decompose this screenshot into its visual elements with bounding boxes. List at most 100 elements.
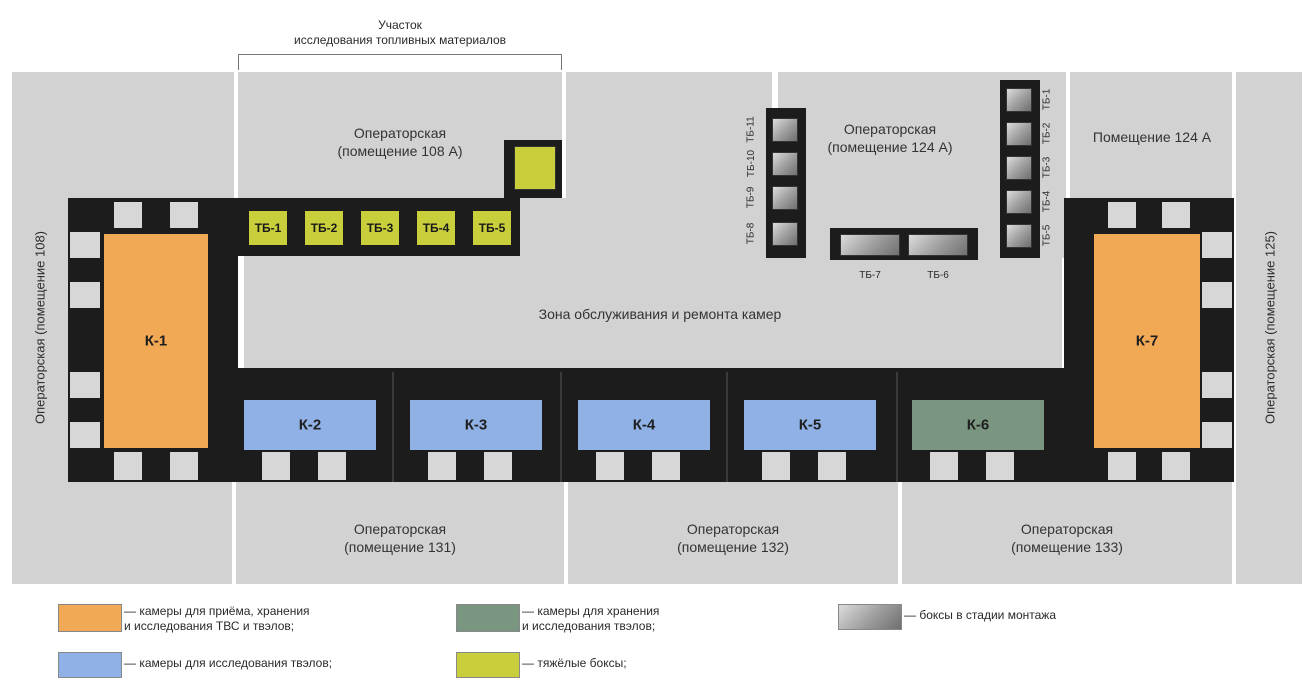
room-bottom-left	[12, 482, 232, 584]
room-op131	[236, 482, 564, 584]
bottom-port	[986, 452, 1014, 480]
divider	[896, 372, 898, 482]
bottom-port	[262, 452, 290, 480]
mount-label-tb7: ТБ-7	[859, 270, 881, 281]
mount-box	[1006, 88, 1032, 112]
heavy-box-tb1: ТБ-1	[248, 210, 288, 246]
mount-label-tb11: ТБ-11	[745, 116, 757, 143]
room-op133	[902, 482, 1232, 584]
k1-port	[114, 452, 142, 480]
bottom-port	[818, 452, 846, 480]
mount-box	[772, 222, 798, 246]
mount-box	[772, 186, 798, 210]
k7-port	[1162, 452, 1190, 480]
heavy-box-tb4: ТБ-4	[416, 210, 456, 246]
legend-text-blue: — камеры для исследования твэлов;	[124, 656, 333, 670]
chamber-k7: К-7	[1094, 234, 1200, 448]
room-op132	[568, 482, 898, 584]
room-top-middle	[566, 72, 772, 198]
section-label-line2: исследования топливных материалов	[294, 33, 506, 47]
chamber-k2-label: К-2	[298, 416, 322, 434]
k1-port	[70, 232, 100, 258]
k1-port	[114, 202, 142, 228]
k1-port	[70, 282, 100, 308]
mount-label-right: ТБ-4	[1041, 190, 1053, 213]
heavy-box-tb3: ТБ-3	[360, 210, 400, 246]
k7-port	[1202, 372, 1232, 398]
section-label: Участок исследования топливных материало…	[230, 18, 570, 48]
k7-port	[1108, 452, 1136, 480]
legend-swatch-blue	[58, 652, 122, 678]
k7-port	[1162, 202, 1190, 228]
service-zone	[244, 256, 1062, 368]
mount-box	[1006, 122, 1032, 146]
section-bracket	[238, 54, 562, 70]
k1-port	[70, 422, 100, 448]
bottom-port	[652, 452, 680, 480]
chamber-k1: К-1	[104, 234, 208, 448]
label-op133: Операторская (помещение 133)	[1011, 521, 1123, 555]
chamber-k2: К-2	[244, 400, 376, 450]
k7-port	[1202, 282, 1232, 308]
mount-box	[772, 118, 798, 142]
chamber-k5-label: К-5	[798, 416, 822, 434]
chamber-k5: К-5	[744, 400, 876, 450]
mount-label-right: ТБ-3	[1041, 156, 1053, 179]
k1-port	[170, 202, 198, 228]
bottom-port	[596, 452, 624, 480]
mount-label-tb6: ТБ-6	[927, 270, 949, 281]
bottom-port	[318, 452, 346, 480]
legend-swatch-orange	[58, 604, 122, 632]
mount-label-right: ТБ-2	[1041, 122, 1053, 145]
chamber-k4: К-4	[578, 400, 710, 450]
chamber-k3-label: К-3	[464, 416, 488, 434]
legend-swatch-gray	[838, 604, 902, 630]
bottom-port	[930, 452, 958, 480]
k7-port	[1202, 232, 1232, 258]
bottom-port	[428, 452, 456, 480]
service-zone-upper	[520, 198, 768, 260]
mount-label-tb10: ТБ-10	[746, 149, 758, 178]
divider	[392, 372, 394, 482]
label-124a: Помещение 124 А	[1092, 129, 1212, 145]
legend-text-yellow: — тяжёлые боксы;	[522, 656, 627, 670]
label-op108: Операторская (помещение 108)	[32, 230, 48, 425]
mount-box	[1006, 224, 1032, 248]
legend-text-green: — камеры для хранения и исследования твэ…	[522, 604, 660, 633]
mount-box	[1006, 190, 1032, 214]
mount-label-tb9: ТБ-9	[745, 186, 757, 209]
legend-text-orange: — камеры для приёма, хранения и исследов…	[124, 604, 310, 633]
k7-port	[1108, 202, 1136, 228]
chamber-k7-label: К-7	[1135, 332, 1159, 350]
mount-label-right: ТБ-1	[1041, 88, 1053, 111]
mount-box-tb6	[908, 234, 968, 256]
label-op125: Операторская (помещение 125)	[1262, 230, 1278, 425]
legend-text-gray: — боксы в стадии монтажа	[904, 608, 1056, 622]
mount-box-tb7	[840, 234, 900, 256]
legend-swatch-green	[456, 604, 520, 632]
divider	[560, 372, 562, 482]
chamber-k3: К-3	[410, 400, 542, 450]
chamber-k6-label: К-6	[966, 416, 990, 434]
mount-label-right: ТБ-5	[1041, 224, 1053, 247]
room-left-top	[12, 72, 234, 198]
room-op125	[1236, 72, 1302, 584]
mount-label-tb8: ТБ-8	[745, 222, 757, 245]
service-zone-label: Зона обслуживания и ремонта камер	[538, 306, 782, 322]
bottom-port	[762, 452, 790, 480]
k1-port	[170, 452, 198, 480]
k1-port	[70, 372, 100, 398]
label-op131: Операторская (помещение 131)	[344, 521, 456, 555]
mount-box	[1006, 156, 1032, 180]
k7-port	[1202, 422, 1232, 448]
op108a-yellow-box	[514, 146, 556, 190]
heavy-box-tb5: ТБ-5	[472, 210, 512, 246]
legend-swatch-yellow	[456, 652, 520, 678]
section-label-line1: Участок	[378, 18, 422, 32]
heavy-box-tb2: ТБ-2	[304, 210, 344, 246]
label-op132: Операторская (помещение 132)	[677, 521, 789, 555]
label-op124a: Операторская (помещение 124 А)	[827, 121, 953, 155]
chamber-k6: К-6	[912, 400, 1044, 450]
chamber-k1-label: К-1	[144, 332, 168, 350]
bottom-port	[484, 452, 512, 480]
